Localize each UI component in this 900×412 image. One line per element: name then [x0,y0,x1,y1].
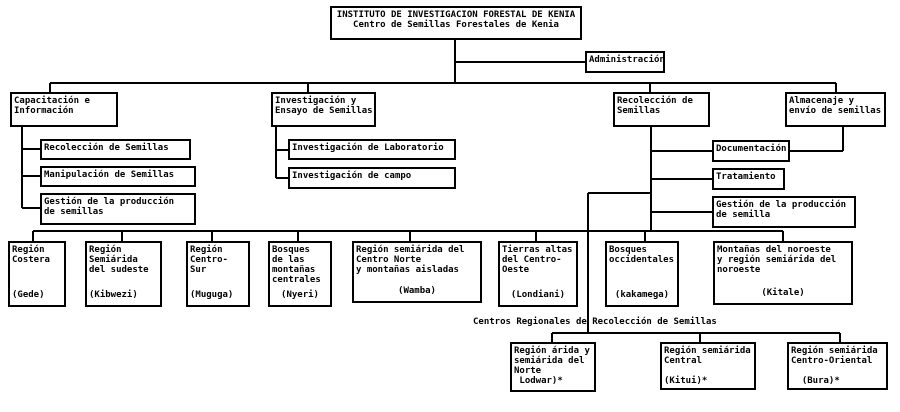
region-name: Región Centro- Sur [190,245,228,275]
node-region-costera: Región Costera (Gede) [8,241,66,307]
centros-regionales-heading: Centros Regionales de Recolección de Sem… [473,317,717,327]
node-tratamiento: Tratamiento [712,168,785,190]
node-recoleccion-semillas: Recolección de Semillas [613,92,710,127]
region-station: (Nyeri) [281,290,319,300]
region-name: Región Costera [12,245,50,265]
node-montanas-noroeste: Montañas del noroeste y región semiárida… [713,241,853,305]
node-tierras-altas-centro-oeste: Tierras altas del Centro- Oeste (Londian… [498,241,578,307]
region-station: (Londiani) [510,290,566,300]
region-name: Bosques de las montañas centrales [272,245,321,285]
region-name: Región Semiárida del sudeste [89,245,149,275]
node-documentacion: Documentación [712,140,790,162]
node-recoleccion-semillas-unidad: Recolección de Semillas [40,139,191,160]
node-region-arida-norte: Región árida y semiárida del Norte Lodwa… [510,342,596,392]
node-investigacion-laboratorio: Investigación de Laboratorio [288,139,456,160]
region-station: (Muguga) [190,290,234,300]
node-region-centro-sur: Región Centro- Sur (Muguga) [186,241,250,307]
node-instituto-forestal: INSTITUTO DE INVESTIGACION FORESTAL DE K… [330,6,582,40]
region-station: (Wamba) [398,286,436,296]
region-station: (kakamega) [614,290,670,300]
region-name: Montañas del noroeste y región semiárida… [717,245,837,275]
node-capacitacion-informacion: Capacitación e Información [10,92,118,127]
node-region-semiarida-central: Región semiárida Central (Kitui)* [660,342,756,390]
region-station: (Kitale) [761,288,805,298]
node-gestion-produccion-semillas: Gestión de la producción de semillas [40,193,196,225]
region-name: Bosques occidentales [609,245,675,265]
region-station: (Gede) [12,290,45,300]
node-gestion-produccion-semilla: Gestión de la producción de semilla [712,196,856,228]
node-bosques-montanas-centrales: Bosques de las montañas centrales (Nyeri… [268,241,332,307]
region-name: Tierras altas del Centro- Oeste [502,245,573,275]
node-region-semiarida-sudeste: Región Semiárida del sudeste (Kibwezi) [85,241,162,307]
region-name: Región semiárida del Centro Norte y mont… [356,245,465,275]
node-region-semiarida-centro-norte: Región semiárida del Centro Norte y mont… [352,241,482,303]
node-bosques-occidentales: Bosques occidentales (kakamega) [605,241,679,307]
node-investigacion-campo: Investigación de campo [288,167,456,189]
node-investigacion-ensayo: Investigación y Ensayo de Semillas [271,92,376,127]
node-almacenaje-envio: Almacenaje y envío de semillas [785,92,886,127]
node-administracion: Administración [585,51,665,73]
node-region-semiarida-centro-oriental: Región semiárida Centro-Oriental (Bura)* [787,342,888,390]
node-manipulacion-semillas: Manipulación de Semillas [40,166,196,187]
region-station: (Kibwezi) [89,290,138,300]
